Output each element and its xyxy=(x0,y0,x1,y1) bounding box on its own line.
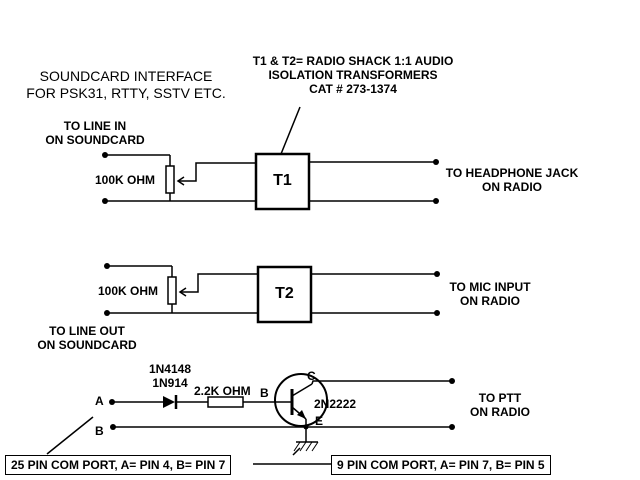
t1-wiper xyxy=(179,162,256,182)
base-label: B xyxy=(260,386,269,400)
emitter-arrow-icon xyxy=(297,410,306,419)
collector-label: C xyxy=(307,369,316,383)
t1-label: T1 xyxy=(273,172,292,189)
t2-output-bottom-terminal xyxy=(434,310,440,316)
emitter-label: E xyxy=(315,414,324,428)
pin-a-label: A xyxy=(95,394,104,408)
t1-pot-label: 100K OHM xyxy=(95,173,156,187)
t1-transformer-box xyxy=(254,152,311,211)
diagram-title: SOUNDCARD INTERFACE FOR PSK31, RTTY, SST… xyxy=(6,68,246,102)
transformer-note: T1 & T2= RADIO SHACK 1:1 AUDIO ISOLATION… xyxy=(222,54,484,96)
collector-wire xyxy=(311,380,452,385)
pin-a-terminal xyxy=(109,399,115,405)
line-out-label: TO LINE OUT ON SOUNDCARD xyxy=(37,324,137,352)
t2-pot-label: 100K OHM xyxy=(98,284,159,298)
note-leader-line xyxy=(280,106,301,155)
ptt-label: TO PTT ON RADIO xyxy=(470,391,530,419)
com9-pin-box: 9 PIN COM PORT, A= PIN 7, B= PIN 5 xyxy=(331,455,551,475)
t2-output-top-terminal xyxy=(434,271,440,277)
ground-hatch xyxy=(293,441,319,452)
resistor-2k2 xyxy=(207,396,244,408)
resistor-label: 2.2K OHM xyxy=(194,384,251,398)
ptt-top-terminal xyxy=(449,378,455,384)
title-line-1: SOUNDCARD INTERFACE xyxy=(39,68,213,84)
note-line-3: CAT # 273-1374 xyxy=(309,82,397,96)
t2-transformer-box xyxy=(256,265,313,324)
transistor-label: 2N2222 xyxy=(314,397,357,411)
ptt-bottom-terminal xyxy=(449,424,455,430)
t1-input-top-terminal xyxy=(102,152,108,158)
headphone-jack-label: TO HEADPHONE JACK ON RADIO xyxy=(445,166,579,194)
diode-label: 1N4148 1N914 xyxy=(148,362,192,390)
mic-input-label: TO MIC INPUT ON RADIO xyxy=(449,280,531,308)
diode-icon xyxy=(163,396,175,408)
t2-input-bottom-terminal xyxy=(104,310,110,316)
t1-wiper-arrow xyxy=(176,176,185,186)
t1-input-bottom-terminal xyxy=(102,198,108,204)
t1-output-bottom-terminal xyxy=(433,198,439,204)
t2-label: T2 xyxy=(275,285,294,302)
t1-output-top-terminal xyxy=(433,159,439,165)
line-in-label: TO LINE IN ON SOUNDCARD xyxy=(45,119,145,147)
note-line-2: ISOLATION TRANSFORMERS xyxy=(268,68,438,82)
t2-wiper xyxy=(180,273,258,293)
t2-wiper-arrow xyxy=(178,287,187,297)
t2-potentiometer xyxy=(167,276,177,305)
pin-b-label: B xyxy=(95,424,104,438)
emitter-junction xyxy=(303,424,309,430)
com25-pin-box: 25 PIN COM PORT, A= PIN 4, B= PIN 7 xyxy=(5,455,232,475)
note-line-1: T1 & T2= RADIO SHACK 1:1 AUDIO xyxy=(252,54,454,68)
title-line-2: FOR PSK31, RTTY, SSTV ETC. xyxy=(26,85,226,101)
transistor-body xyxy=(274,373,328,427)
com25-leader-line xyxy=(46,416,94,455)
pin-b-terminal xyxy=(110,424,116,430)
t2-input-top-terminal xyxy=(104,263,110,269)
t1-potentiometer xyxy=(165,165,175,194)
com9-leader-line xyxy=(292,447,301,456)
transistor-collector-lead xyxy=(291,383,313,397)
